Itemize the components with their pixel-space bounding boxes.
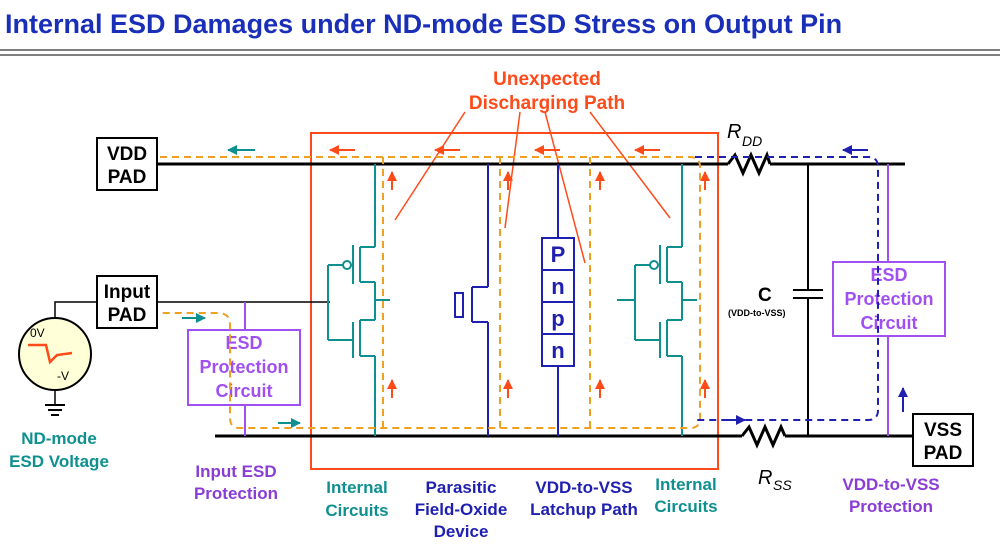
unexpected-path-label-line1: Unexpected: [493, 69, 601, 90]
source-wire: [54, 301, 97, 318]
input-esd-box-line3: Circuit: [215, 381, 272, 401]
pnpn-letter-p1: P: [551, 242, 566, 267]
red-path-arrows: [329, 145, 710, 398]
rss-symbol: R: [758, 467, 772, 489]
right-inverter: [617, 164, 697, 436]
field-oxide-label-line1: Parasitic: [426, 478, 497, 497]
internal-circuits-right-line2: Circuits: [654, 497, 717, 516]
input-pad-label-line2: PAD: [108, 305, 147, 326]
rdd-symbol: R: [727, 121, 741, 143]
vdd-pad: [96, 137, 158, 191]
vss-pad: [912, 413, 974, 467]
vss-pad-label-line1: VSS: [924, 420, 962, 441]
esd-waveform: [28, 343, 73, 365]
power-esd-box-line2: Protection: [844, 289, 933, 309]
scope-zero-volt: 0V: [30, 326, 45, 340]
power-esd-box-line1: ESD: [870, 265, 907, 285]
power-esd-label-line2: Protection: [849, 497, 933, 516]
rss-subscript: SS: [773, 477, 792, 493]
rdd-resistor: [726, 150, 772, 177]
source-label-line2: ESD Voltage: [9, 452, 109, 471]
unexpected-path-label-line2: Discharging Path: [469, 93, 625, 114]
field-oxide-label-line3: Device: [434, 522, 489, 541]
vdd-vss-capacitor: [793, 164, 823, 436]
input-esd-box: [187, 329, 301, 406]
capacitor-note: (VDD-to-VSS): [728, 308, 786, 318]
power-esd-box-line3: Circuit: [860, 313, 917, 333]
source-label-line1: ND-mode: [21, 429, 97, 448]
unexpected-path-pointers: [394, 111, 671, 264]
pnpn-letter-p2: p: [551, 306, 564, 331]
internal-circuits-left-line2: Circuits: [325, 501, 388, 520]
blue-path-arrows: [722, 145, 908, 425]
vdd-pad-label-line1: VDD: [107, 144, 147, 165]
rdd-subscript: DD: [742, 133, 762, 149]
internal-circuits-left-line1: Internal: [326, 478, 387, 497]
teal-path-arrows: [182, 145, 301, 428]
esd-current-path: [160, 156, 701, 429]
field-oxide-label-line2: Field-Oxide: [415, 500, 508, 519]
input-esd-box-line2: Protection: [199, 357, 288, 377]
input-esd-box-line1: ESD: [225, 333, 262, 353]
latchup-label-line1: VDD-to-VSS: [535, 478, 632, 497]
rss-resistor: [740, 423, 787, 449]
field-oxide-device: [454, 164, 489, 436]
left-inverter: [327, 164, 390, 436]
pnpn-letter-n1: n: [551, 274, 564, 299]
power-esd-label-line1: VDD-to-VSS: [842, 475, 939, 494]
input-pad-label-line1: Input: [104, 282, 151, 303]
vss-pad-label-line2: PAD: [924, 443, 963, 464]
input-esd-label-line1: Input ESD: [195, 462, 276, 481]
internal-circuits-right-line1: Internal: [655, 475, 716, 494]
capacitor-symbol: C: [758, 285, 772, 306]
page-title: Internal ESD Damages under ND-mode ESD S…: [5, 9, 842, 39]
vdd-pad-label-line2: PAD: [108, 167, 147, 188]
internal-core-frame: [310, 132, 719, 470]
input-esd-label-line2: Protection: [194, 484, 278, 503]
scope-neg-volt: -V: [57, 369, 69, 383]
pnpn-letter-n2: n: [551, 338, 564, 363]
latchup-label-line2: Latchup Path: [530, 500, 638, 519]
supply-discharge-path: [695, 156, 879, 421]
ground-icon: [45, 404, 65, 416]
pnpn-stack: [541, 237, 575, 367]
power-esd-box: [832, 261, 946, 337]
